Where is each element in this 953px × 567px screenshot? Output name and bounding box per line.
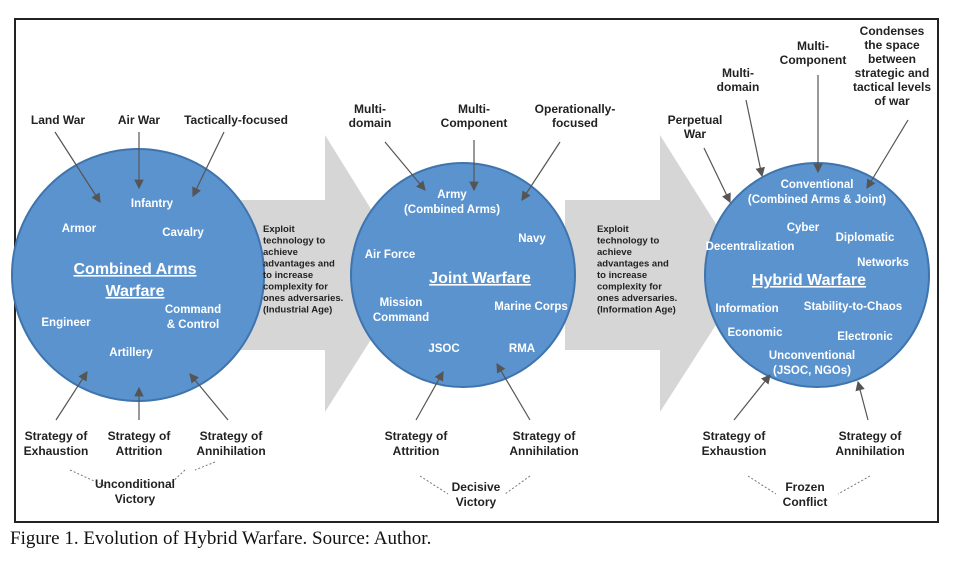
- dotted-connector: [419, 475, 449, 495]
- circle-1-item: Engineer: [41, 317, 91, 329]
- top-label: Multi-domain: [349, 102, 392, 130]
- circle-3-item: Networks: [857, 257, 909, 269]
- top-label: Multi-Component: [780, 39, 847, 67]
- circle-3-item: Electronic: [837, 331, 893, 343]
- dotted-connector: [504, 475, 531, 495]
- top-label: Operationally-focused: [535, 102, 616, 130]
- warfare-circle-3: [704, 162, 930, 388]
- top-label: Tactically-focused: [184, 113, 288, 127]
- dotted-connector: [194, 461, 216, 471]
- circle-title-3: Hybrid Warfare: [752, 272, 866, 289]
- circle-2-item: JSOC: [428, 343, 459, 355]
- process-arrow-1: [230, 135, 412, 412]
- warfare-circle-2: [350, 162, 576, 388]
- circle-1-item: Command& Control: [165, 304, 221, 331]
- output-arrow: [415, 370, 444, 421]
- dotted-connector: [837, 475, 871, 495]
- top-label: Air War: [118, 113, 161, 127]
- circle-2-item: Army(Combined Arms): [404, 189, 500, 216]
- circle-3-item: Conventional(Combined Arms & Joint): [748, 179, 886, 206]
- output-arrow: [855, 380, 869, 421]
- input-arrow: [384, 141, 426, 191]
- input-arrow: [54, 131, 101, 204]
- circle-1-item: Artillery: [109, 347, 153, 359]
- circle-2-item: Air Force: [365, 249, 416, 261]
- input-arrow: [192, 131, 225, 198]
- circle-3-item: Information: [715, 303, 778, 315]
- input-arrow: [866, 119, 909, 190]
- output-arrow: [189, 373, 229, 421]
- figure-caption: Figure 1. Evolution of Hybrid Warfare. S…: [10, 528, 432, 549]
- circle-3-item: Unconventional(JSOC, NGOs): [769, 350, 855, 377]
- top-label: Multi-domain: [717, 66, 760, 94]
- dotted-connector: [747, 475, 777, 495]
- output-arrow: [733, 374, 771, 421]
- circle-2-item: Navy: [518, 233, 546, 245]
- circle-1-item: Cavalry: [162, 227, 204, 239]
- output-arrow: [496, 362, 531, 421]
- circle-3-item: Diplomatic: [836, 232, 895, 244]
- circle-1-item: Infantry: [131, 198, 174, 210]
- input-arrow: [521, 141, 561, 202]
- circle-2-item: Marine Corps: [494, 301, 568, 313]
- warfare-circle-1: [11, 148, 265, 402]
- process-arrow-2: [565, 135, 748, 412]
- output-arrow: [55, 370, 88, 421]
- input-arrow: [703, 147, 731, 204]
- circle-3-item: Stability-to-Chaos: [804, 301, 902, 313]
- circle-3-item: Economic: [728, 327, 784, 339]
- input-arrow: [745, 99, 765, 178]
- circle-1-item: Armor: [62, 223, 97, 235]
- dotted-connector: [69, 469, 106, 487]
- circle-title-2: Joint Warfare: [429, 270, 531, 287]
- circle-3-item: Cyber: [787, 222, 820, 234]
- circle-3-item: Decentralization: [706, 241, 795, 253]
- top-label: Multi-Component: [441, 102, 508, 130]
- top-label: Land War: [31, 113, 86, 127]
- circle-2-item: RMA: [509, 343, 535, 355]
